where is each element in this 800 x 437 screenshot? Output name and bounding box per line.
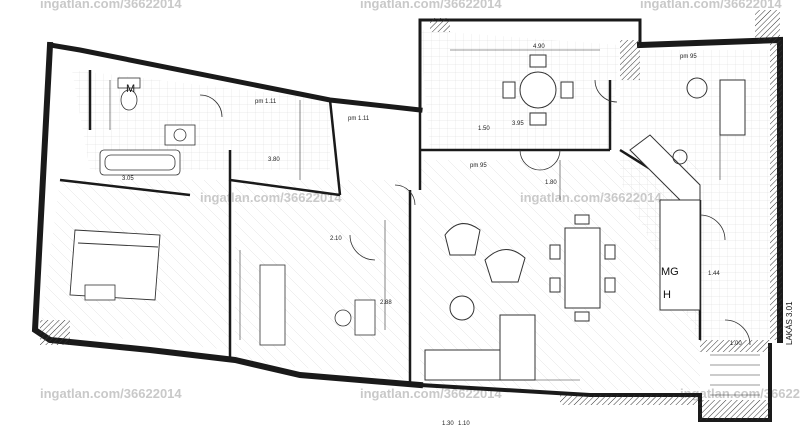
terrace-table <box>502 54 574 126</box>
dim-2: 1.50 <box>478 126 490 132</box>
wardrobe <box>259 264 286 346</box>
nightstand <box>84 284 116 301</box>
dim-3: 2.10 <box>330 236 342 242</box>
dim-7: 3.95 <box>512 121 524 127</box>
watermark-top: ingatlan.com/36622014 <box>360 0 502 11</box>
hall-dims: pm 1.11 <box>348 116 370 122</box>
toilet <box>117 77 141 111</box>
dim-10: 3.05 <box>122 176 134 182</box>
inner-walls <box>59 70 702 385</box>
oven-mark: H <box>663 289 671 301</box>
terrace-dims: 4.90 <box>533 44 545 50</box>
living-dims: pm 95 <box>470 163 487 169</box>
dim-9: 1.10 <box>458 421 470 427</box>
watermark-bottom-left: ingatlan.com/36622014 <box>40 386 182 401</box>
dim-8: 1.30 <box>442 421 454 427</box>
dim-1: 1.80 <box>545 180 557 186</box>
watermark-top-left: ingatlan.com/36622014 <box>40 0 182 11</box>
stairs <box>710 354 760 396</box>
double-bed <box>69 229 161 301</box>
door-swings <box>199 79 751 346</box>
armchair-1 <box>444 223 481 256</box>
desk-chair <box>334 299 376 336</box>
kitchen-dims: pm 95 <box>680 54 697 60</box>
fridge-mark: MG <box>661 266 679 278</box>
dim-11: 1.44 <box>708 271 720 277</box>
wall-hatching <box>40 10 782 420</box>
dim-4: 1.00 <box>730 341 742 347</box>
kitchen-counter <box>629 77 746 311</box>
apartment-label: LAKÁS 3.01 <box>785 301 794 345</box>
dining-table <box>549 214 616 322</box>
toilet-mark: M <box>126 83 135 95</box>
sofa <box>424 314 536 381</box>
dim-6: 2.88 <box>380 300 392 306</box>
coffee-table <box>449 295 475 321</box>
bath-dims: pm 1.11 <box>255 99 277 105</box>
washbasin <box>164 124 196 146</box>
watermark-top-right: ingatlan.com/36622014 <box>640 0 782 11</box>
dim-5: 3.80 <box>268 157 280 163</box>
armchair-2 <box>484 249 526 283</box>
bathtub <box>99 149 181 176</box>
